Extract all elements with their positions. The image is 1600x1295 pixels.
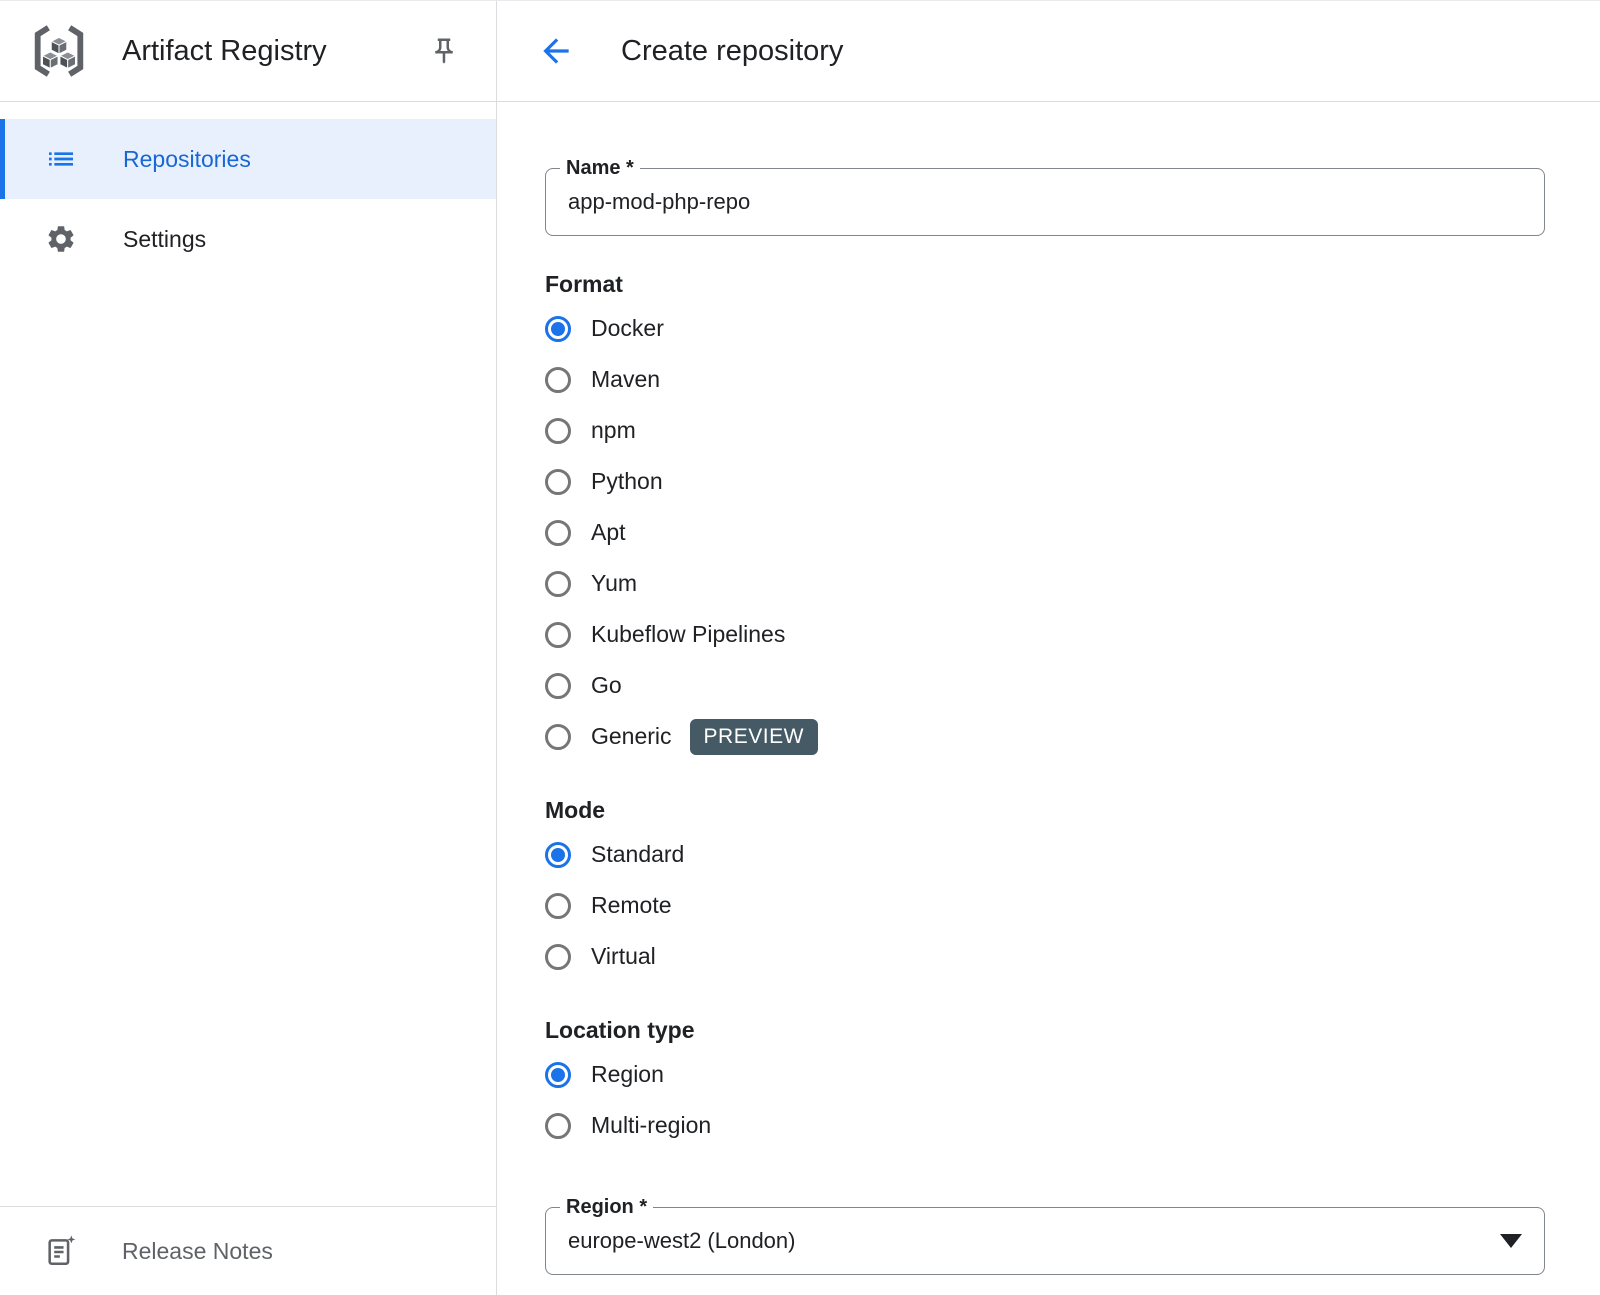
mode-section: Mode Standard Remote Virtual xyxy=(545,796,1545,982)
format-radio-group: Docker Maven npm Python xyxy=(545,303,1545,762)
release-notes-link[interactable]: Release Notes xyxy=(0,1206,496,1295)
format-option-yum[interactable]: Yum xyxy=(545,558,1545,609)
format-section-label: Format xyxy=(545,271,623,297)
create-repository-form: Name * Format Docker Maven xyxy=(497,102,1545,1275)
page-title: Create repository xyxy=(621,34,844,67)
radio-icon xyxy=(545,519,571,546)
region-select-value: europe-west2 (London) xyxy=(568,1228,796,1253)
radio-icon xyxy=(545,672,571,699)
mode-option-virtual[interactable]: Virtual xyxy=(545,931,1545,982)
format-option-docker[interactable]: Docker xyxy=(545,303,1545,354)
back-button[interactable] xyxy=(537,32,575,70)
name-field[interactable]: Name * xyxy=(545,157,1545,236)
format-option-apt[interactable]: Apt xyxy=(545,507,1545,558)
sidebar-item-repositories[interactable]: Repositories xyxy=(0,119,496,199)
location-type-section: Location type Region Multi-region xyxy=(545,1016,1545,1151)
list-icon xyxy=(49,152,73,166)
name-input[interactable] xyxy=(568,189,1522,215)
format-option-npm[interactable]: npm xyxy=(545,405,1545,456)
mode-option-remote[interactable]: Remote xyxy=(545,880,1545,931)
radio-selected-icon xyxy=(545,315,571,342)
radio-icon xyxy=(545,892,571,919)
format-option-python[interactable]: Python xyxy=(545,456,1545,507)
main-panel: Create repository Name * Format Docker xyxy=(497,1,1600,1295)
mode-section-label: Mode xyxy=(545,797,606,823)
release-notes-icon xyxy=(48,1235,76,1266)
mode-radio-group: Standard Remote Virtual xyxy=(545,829,1545,982)
radio-icon xyxy=(545,943,571,970)
format-option-kubeflow-pipelines[interactable]: Kubeflow Pipelines xyxy=(545,609,1545,660)
preview-badge: PREVIEW xyxy=(689,718,818,755)
format-section: Format Docker Maven npm xyxy=(545,270,1545,762)
pin-icon[interactable] xyxy=(428,35,460,67)
sidebar: Artifact Registry Repositories Settings xyxy=(0,1,497,1295)
sidebar-nav: Repositories Settings xyxy=(0,102,496,279)
sidebar-header: Artifact Registry xyxy=(0,1,496,102)
dropdown-arrow-icon xyxy=(1500,1234,1522,1248)
sidebar-item-label: Repositories xyxy=(123,145,251,172)
mode-option-standard[interactable]: Standard xyxy=(545,829,1545,880)
radio-selected-icon xyxy=(545,1061,571,1088)
radio-icon xyxy=(545,468,571,495)
radio-icon xyxy=(545,723,571,750)
release-notes-label: Release Notes xyxy=(122,1237,273,1264)
format-option-maven[interactable]: Maven xyxy=(545,354,1545,405)
location-type-section-label: Location type xyxy=(545,1017,695,1043)
format-option-go[interactable]: Go xyxy=(545,660,1545,711)
region-select[interactable]: Region * europe-west2 (London) xyxy=(545,1196,1545,1275)
radio-icon xyxy=(545,1112,571,1139)
radio-icon xyxy=(545,366,571,393)
location-type-radio-group: Region Multi-region xyxy=(545,1049,1545,1151)
location-option-multi-region[interactable]: Multi-region xyxy=(545,1100,1545,1151)
sidebar-item-label: Settings xyxy=(123,225,207,252)
radio-icon xyxy=(545,417,571,444)
radio-selected-icon xyxy=(545,841,571,868)
radio-icon xyxy=(545,621,571,648)
sidebar-item-settings[interactable]: Settings xyxy=(0,199,496,279)
region-field-label: Region * xyxy=(560,1196,654,1218)
format-option-generic[interactable]: Generic PREVIEW xyxy=(545,711,1545,762)
radio-icon xyxy=(545,570,571,597)
artifact-registry-logo-icon xyxy=(34,25,84,77)
arrow-back-icon xyxy=(543,38,569,64)
sidebar-title: Artifact Registry xyxy=(122,34,327,67)
name-field-label: Name * xyxy=(560,157,640,179)
main-header: Create repository xyxy=(497,1,1600,102)
gear-icon xyxy=(48,226,74,252)
location-option-region[interactable]: Region xyxy=(545,1049,1545,1100)
